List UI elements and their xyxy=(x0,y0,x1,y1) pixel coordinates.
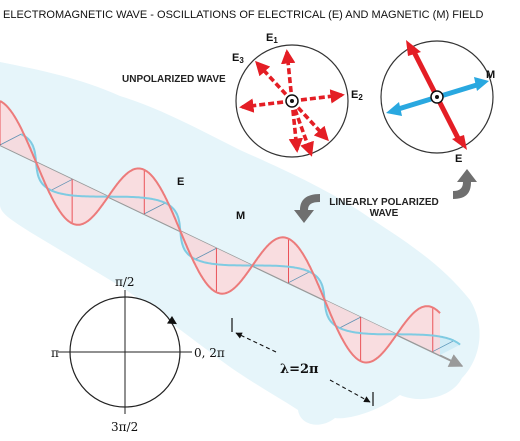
unpolarized-vectors xyxy=(239,49,345,157)
wave-label-e: E xyxy=(177,176,184,188)
wavelength-arrow-right xyxy=(329,379,371,403)
wave-label-m: M xyxy=(236,210,245,222)
phase-label-left: π xyxy=(51,346,59,360)
wavelength-label: λ=2π xyxy=(280,362,319,377)
magnetic-field-hatch xyxy=(195,247,217,260)
polarized-m-label: M xyxy=(486,69,495,81)
unpolarized-label: UNPOLARIZED WAVE xyxy=(122,74,226,85)
wavelength-arrow-left xyxy=(235,332,277,353)
magnetic-field-hatch xyxy=(432,340,455,352)
phase-circle xyxy=(58,290,192,414)
phase-rotation-arrow xyxy=(166,316,177,325)
magnetic-field-hatches xyxy=(0,133,455,352)
polarized-circle xyxy=(380,40,494,154)
curved-arrow-up-icon xyxy=(453,169,477,199)
magnetic-field-hatch xyxy=(0,133,22,146)
unpolarized-e3-label: E3 xyxy=(232,52,244,65)
polarized-e-label: E xyxy=(455,153,462,165)
phase-label-top: π/2 xyxy=(115,275,135,289)
unpolarized-circle xyxy=(235,44,349,158)
electric-field-wave xyxy=(0,100,441,364)
unpolarized-e2-label: E2 xyxy=(351,89,363,102)
unpolarized-e1-label: E1 xyxy=(266,32,278,45)
magnetic-field-wave xyxy=(20,133,461,346)
magnetic-field-hatch xyxy=(50,179,73,191)
magnetic-field-hatch xyxy=(288,271,310,284)
phase-label-right: 0, 2π xyxy=(194,346,225,360)
magnetic-field-hatch xyxy=(144,202,166,215)
polarized-label-line1: LINEARLY POLARIZED xyxy=(329,197,438,208)
curved-arrow-down-icon xyxy=(294,194,320,223)
polarized-label-line2: WAVE xyxy=(370,208,399,219)
phase-label-bottom: 3π/2 xyxy=(111,420,138,434)
electric-field-hatches xyxy=(0,101,434,362)
diagram-title: ELECTROMAGNETIC WAVE - OSCILLATIONS OF E… xyxy=(3,9,483,21)
magnetic-field-hatch xyxy=(339,316,361,329)
